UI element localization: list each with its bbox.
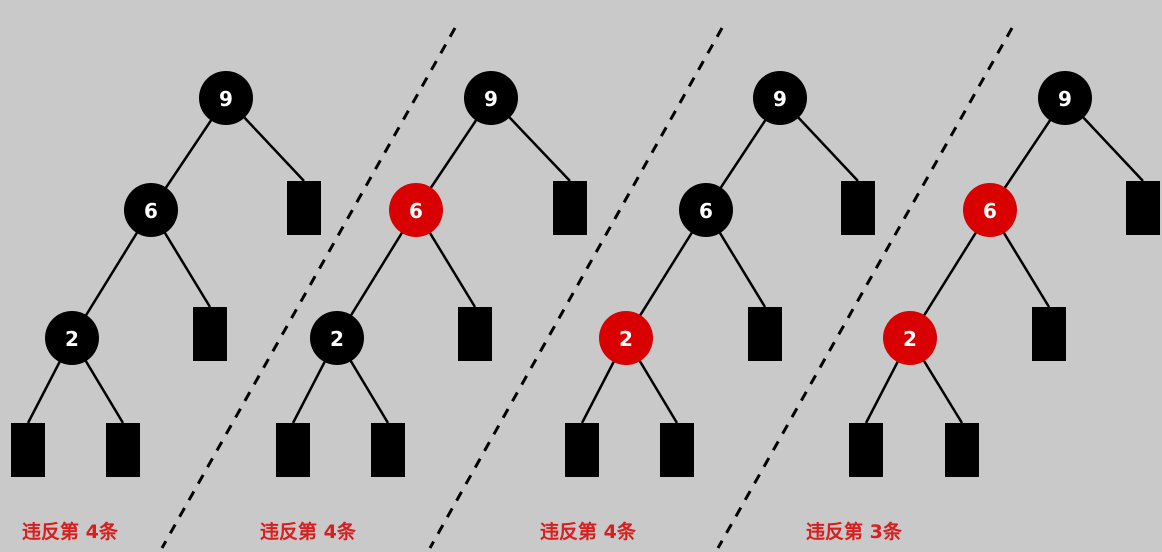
nil-leaf: [287, 181, 321, 235]
divider-line-1: [160, 27, 457, 549]
tree-node-6: [389, 183, 443, 237]
nil-leaf: [748, 307, 782, 361]
nil-leaf: [193, 307, 227, 361]
divider-line-3: [716, 27, 1014, 549]
tree-1: 9 6 2 违反第 4条: [11, 71, 321, 543]
node-label-9: 9: [1058, 87, 1072, 111]
nil-leaf: [458, 307, 492, 361]
tree-node-9: [199, 71, 253, 125]
nil-leaf: [11, 423, 45, 477]
tree-node-6: [124, 183, 178, 237]
tree-node-2: [310, 311, 364, 365]
nil-leaf: [945, 423, 979, 477]
nil-leaf: [1126, 181, 1160, 235]
node-label-6: 6: [699, 199, 713, 223]
node-label-6: 6: [409, 199, 423, 223]
nil-leaf: [849, 423, 883, 477]
violation-caption: 违反第 4条: [260, 520, 357, 543]
nil-leaf: [106, 423, 140, 477]
tree-node-6: [679, 183, 733, 237]
node-label-2: 2: [330, 327, 344, 351]
tree-node-2: [45, 311, 99, 365]
divider-line-2: [428, 27, 724, 549]
nil-leaf: [276, 423, 310, 477]
tree-node-2: [599, 311, 653, 365]
nil-leaf: [565, 423, 599, 477]
node-label-2: 2: [903, 327, 917, 351]
tree-node-2: [883, 311, 937, 365]
node-label-2: 2: [619, 327, 633, 351]
tree-node-6: [963, 183, 1017, 237]
node-label-9: 9: [773, 87, 787, 111]
nil-leaf: [660, 423, 694, 477]
tree-2: 9 6 2 违反第 4条: [260, 71, 587, 543]
nil-leaf: [371, 423, 405, 477]
node-label-6: 6: [983, 199, 997, 223]
node-label-6: 6: [144, 199, 158, 223]
nil-leaf: [841, 181, 875, 235]
tree-node-9: [1038, 71, 1092, 125]
nil-leaf: [553, 181, 587, 235]
violation-caption: 违反第 4条: [22, 520, 119, 543]
tree-4: 9 6 2 违反第 3条: [806, 71, 1160, 543]
tree-node-9: [464, 71, 518, 125]
node-label-2: 2: [65, 327, 79, 351]
violation-caption: 违反第 3条: [806, 520, 903, 543]
tree-node-9: [753, 71, 807, 125]
nil-leaf: [1032, 307, 1066, 361]
violation-caption: 违反第 4条: [540, 520, 637, 543]
node-label-9: 9: [219, 87, 233, 111]
node-label-9: 9: [484, 87, 498, 111]
tree-3: 9 6 2 违反第 4条: [540, 71, 875, 543]
